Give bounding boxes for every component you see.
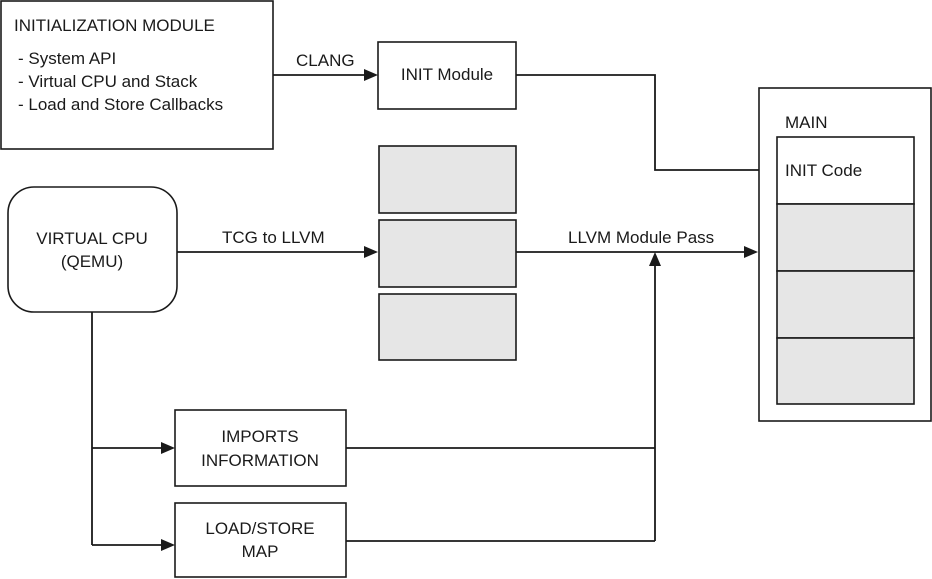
- llvm-block-3: [378, 293, 517, 361]
- imports-information-box: [174, 409, 347, 487]
- load-store-map-node: LOAD/STORE MAP: [174, 502, 347, 578]
- init-module-box: [377, 41, 517, 110]
- init-code-box: [776, 136, 915, 205]
- llvm-block-1: [378, 145, 517, 214]
- llvm-blocks-stack: [378, 145, 517, 361]
- init-module-label: INIT Module: [401, 65, 493, 84]
- arrowhead-icon: [364, 246, 378, 258]
- arrowhead-icon: [161, 442, 175, 454]
- imports-information-node: IMPORTS INFORMATION: [174, 409, 347, 487]
- arrowhead-icon: [744, 246, 758, 258]
- virtual-cpu-node: VIRTUAL CPU (QEMU): [7, 186, 178, 313]
- init-module-node: INIT Module: [377, 41, 517, 110]
- llvm-module-pass-label: LLVM Module Pass: [568, 228, 714, 247]
- initialization-module-node: INITIALIZATION MODULE - System API - Vir…: [0, 0, 274, 150]
- imports-line2: INFORMATION: [201, 451, 319, 470]
- arrowhead-icon: [649, 252, 661, 266]
- virtual-cpu-line1: VIRTUAL CPU: [36, 229, 147, 248]
- main-block-1: [776, 203, 915, 272]
- clang-edge: CLANG: [273, 51, 378, 81]
- tcg-to-llvm-label: TCG to LLVM: [222, 228, 325, 247]
- load-store-line2: MAP: [242, 542, 279, 561]
- imports-line1: IMPORTS: [221, 427, 298, 446]
- llvm-module-pass-edge: LLVM Module Pass: [516, 228, 758, 258]
- initialization-module-box: [0, 0, 274, 150]
- main-node: MAIN INIT Code: [758, 87, 932, 422]
- initialization-module-title: INITIALIZATION MODULE: [14, 16, 215, 35]
- tcg-to-llvm-edge: TCG to LLVM: [177, 228, 378, 258]
- load-store-map-box: [174, 502, 347, 578]
- virtual-cpu-box: [7, 186, 178, 313]
- arrowhead-icon: [364, 69, 378, 81]
- clang-label: CLANG: [296, 51, 355, 70]
- main-title: MAIN: [785, 113, 828, 132]
- cpu-branch-edges: [91, 312, 175, 551]
- llvm-block-2: [378, 219, 517, 288]
- main-block-2: [776, 270, 915, 339]
- merge-into-module-pass-edges: [346, 252, 661, 542]
- main-block-3: [776, 337, 915, 405]
- init-item-virtual-cpu-stack: - Virtual CPU and Stack: [18, 72, 198, 91]
- arrowhead-icon: [161, 539, 175, 551]
- load-store-line1: LOAD/STORE: [205, 519, 314, 538]
- init-code-label: INIT Code: [785, 161, 862, 180]
- virtual-cpu-line2: (QEMU): [61, 252, 123, 271]
- init-to-main-edge: [516, 74, 777, 176]
- init-item-load-store-callbacks: - Load and Store Callbacks: [18, 95, 223, 114]
- init-item-system-api: - System API: [18, 49, 116, 68]
